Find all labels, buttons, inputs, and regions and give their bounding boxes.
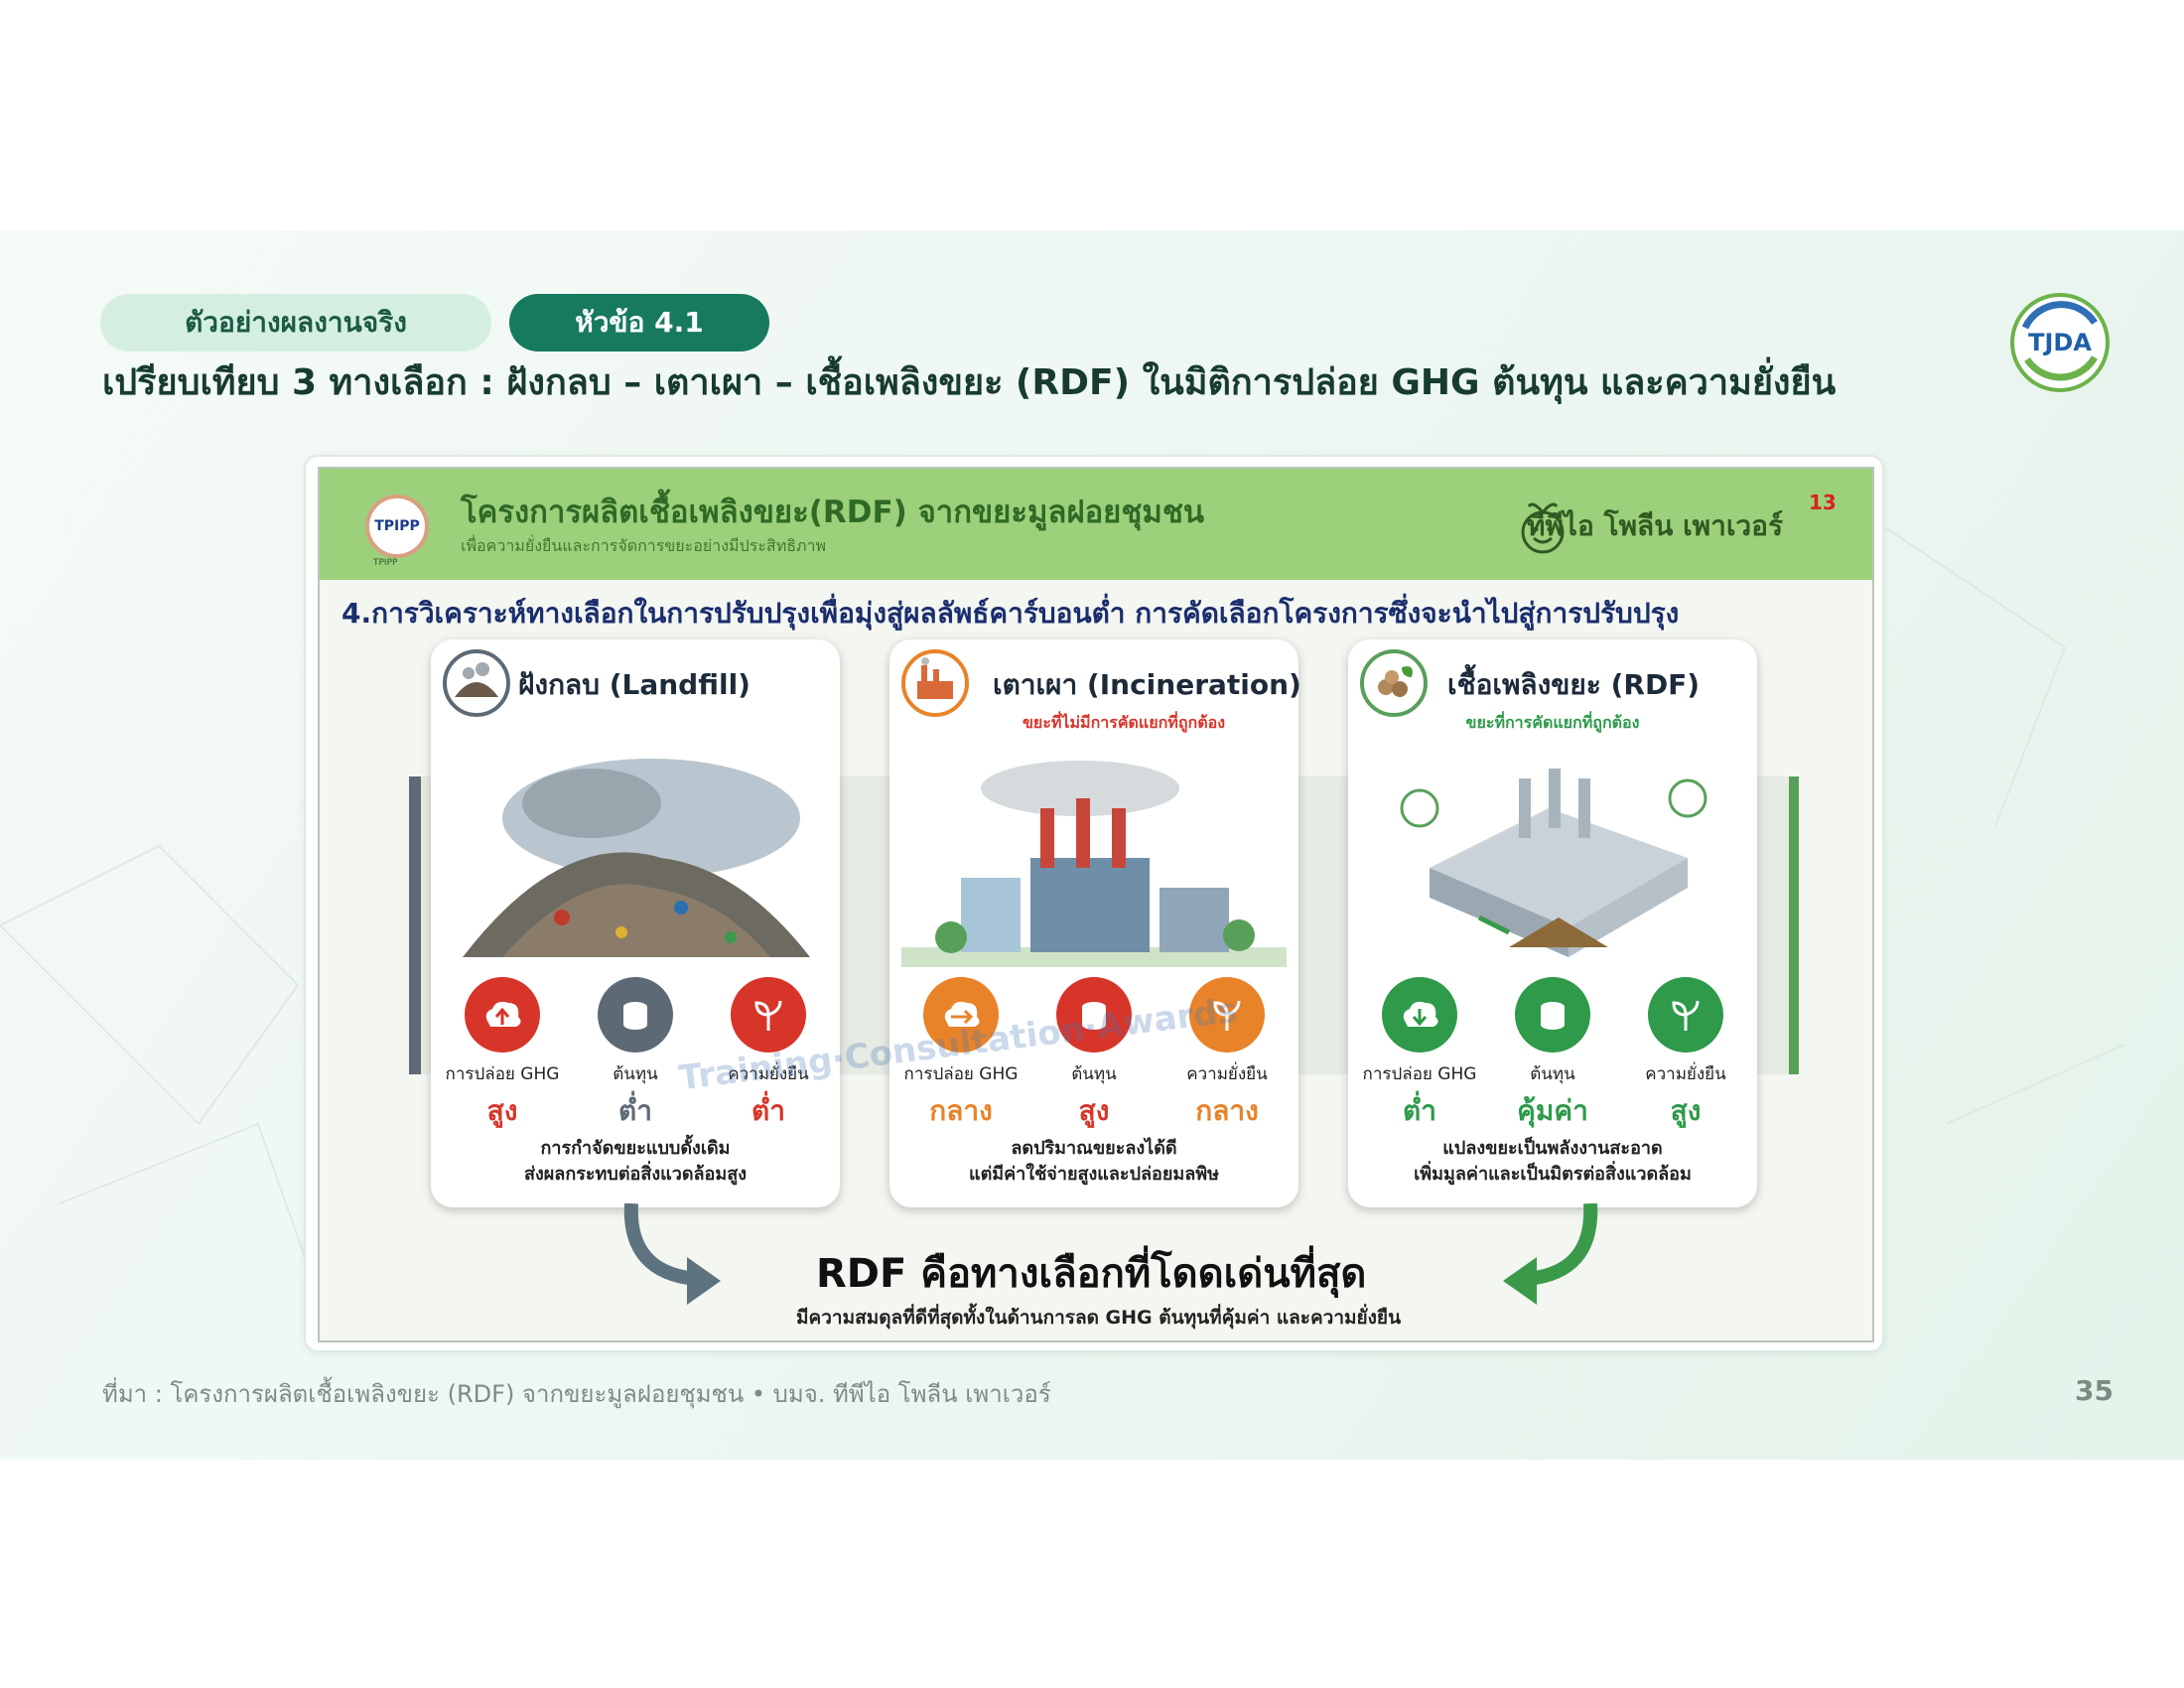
project-subtitle: เพื่อความยั่งยืนและการจัดการขยะอย่างมีปร… bbox=[461, 536, 827, 555]
metric-sustainability: ความยั่งยืน สูง bbox=[1626, 977, 1745, 1133]
curved-arrow-right-icon bbox=[1503, 1203, 1598, 1305]
topic-tag: หัวข้อ 4.1 bbox=[509, 294, 769, 352]
option-title: ฝังกลบ (Landfill) bbox=[518, 668, 751, 701]
plant-icon bbox=[1189, 977, 1265, 1053]
option-description: การกำจัดขยะแบบดั้งเดิม ส่งผลกระทบต่อสิ่ง… bbox=[523, 1138, 748, 1185]
option-card-rdf: เชื้อเพลิงขยะ (RDF) ขยะที่การคัดแยกที่ถู… bbox=[1348, 639, 1757, 1207]
tpipp-logo-caption: TPIPP bbox=[373, 558, 398, 568]
page-number: 35 bbox=[2075, 1374, 2114, 1407]
logo-text: TJDA bbox=[2028, 329, 2092, 356]
infographic-frame: TPIPP TPIPP โครงการผลิตเชื้อเพลิงขยะ(RDF… bbox=[304, 455, 1884, 1352]
project-title: โครงการผลิตเชื้อเพลิงขยะ(RDF) จากขยะมูลฝ… bbox=[461, 494, 1205, 530]
rdf-plant-scene-illustration bbox=[1400, 769, 1707, 957]
metric-sustainability: ความยั่งยืน ต่ำ bbox=[709, 977, 828, 1133]
company-name: ทีพีไอ โพลีน เพาเวอร์ bbox=[1527, 509, 1784, 542]
landfill-scene-illustration bbox=[463, 759, 810, 957]
fuel-pellets-icon bbox=[1360, 649, 1428, 717]
curved-arrow-left-icon bbox=[623, 1203, 721, 1305]
conclusion-title: RDF คือทางเลือกที่โดดเด่นที่สุด bbox=[816, 1251, 1367, 1297]
option-subtitle: ขยะที่การคัดแยกที่ถูกต้อง bbox=[1465, 713, 1640, 732]
metric-cost: ต้นทุน คุ้มค่า bbox=[1493, 977, 1612, 1133]
option-title: เชื้อเพลิงขยะ (RDF) bbox=[1447, 668, 1701, 701]
infographic: TPIPP TPIPP โครงการผลิตเชื้อเพลิงขยะ(RDF… bbox=[318, 467, 1874, 1342]
option-card-landfill: ฝังกลบ (Landfill) การปล่อย GHG สูง bbox=[431, 639, 840, 1207]
tpipp-logo: TPIPP bbox=[365, 494, 429, 558]
metric-cost: ต้นทุน สูง bbox=[1034, 977, 1154, 1133]
ghg-cloud-icon bbox=[465, 977, 540, 1053]
ghg-cloud-icon bbox=[923, 977, 999, 1053]
source-citation: ที่มา : โครงการผลิตเชื้อเพลิงขยะ (RDF) จ… bbox=[102, 1380, 1051, 1408]
metric-sustainability: ความยั่งยืน กลาง bbox=[1167, 977, 1287, 1133]
metric-ghg: การปล่อย GHG สูง bbox=[443, 977, 562, 1133]
option-title: เตาเผา (Incineration) bbox=[993, 668, 1301, 701]
page-title: เปรียบเทียบ 3 ทางเลือก : ฝังกลบ – เตาเผา… bbox=[102, 362, 1837, 403]
ghg-cloud-icon bbox=[1382, 977, 1457, 1053]
metric-ghg: การปล่อย GHG กลาง bbox=[901, 977, 1021, 1133]
coins-icon bbox=[1515, 977, 1590, 1053]
landfill-icon bbox=[443, 649, 510, 717]
coins-icon bbox=[1056, 977, 1132, 1053]
analysis-heading: 4.การวิเคราะห์ทางเลือกในการปรับปรุงเพื่อ… bbox=[341, 597, 1680, 630]
coins-icon bbox=[598, 977, 673, 1053]
metric-cost: ต้นทุน ต่ำ bbox=[576, 977, 695, 1133]
option-description: ลดปริมาณขยะลงได้ดี แต่มีค่าใช้จ่ายสูงและ… bbox=[968, 1138, 1220, 1185]
slide: ตัวอย่างผลงานจริง หัวข้อ 4.1 TJDA เปรียบ… bbox=[0, 230, 2184, 1460]
incinerator-scene-illustration bbox=[901, 761, 1287, 967]
metric-ghg: การปล่อย GHG ต่ำ bbox=[1360, 977, 1479, 1133]
plant-icon bbox=[1648, 977, 1723, 1053]
factory-icon bbox=[901, 649, 969, 717]
infographic-header: TPIPP TPIPP โครงการผลิตเชื้อเพลิงขยะ(RDF… bbox=[320, 469, 1872, 580]
option-card-incineration: เตาเผา (Incineration) ขยะที่ไม่มีการคัดแ… bbox=[889, 639, 1301, 1207]
infographic-page-number: 13 bbox=[1809, 491, 1837, 514]
plant-icon bbox=[731, 977, 806, 1053]
option-description: แปลงขยะเป็นพลังงานสะอาด เพิ่มมูลค่าและเป… bbox=[1414, 1138, 1692, 1185]
smiley-sprout-icon bbox=[1521, 502, 1565, 554]
option-subtitle: ขยะที่ไม่มีการคัดแยกที่ถูกต้อง bbox=[1022, 713, 1226, 732]
conclusion-subtitle: มีความสมดุลที่ดีที่สุดทั้งในด้านการลด GH… bbox=[796, 1307, 1402, 1329]
example-tag: ตัวอย่างผลงานจริง bbox=[100, 294, 491, 352]
tjda-logo: TJDA bbox=[2005, 288, 2115, 397]
